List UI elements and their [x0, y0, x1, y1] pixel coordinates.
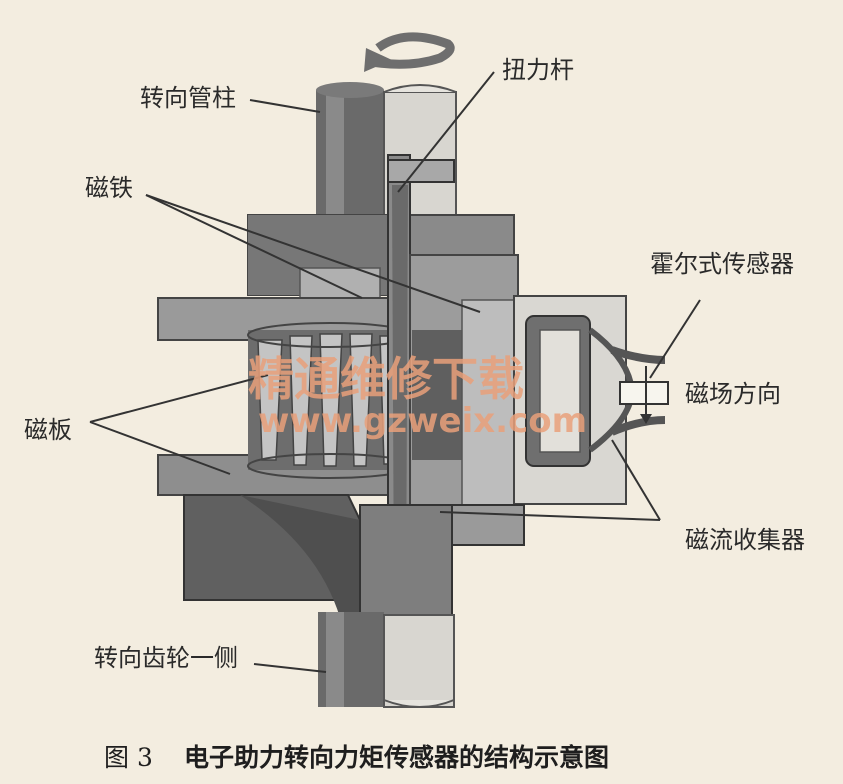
rotation-arrow-icon	[364, 32, 455, 72]
figure-caption: 图 3 电子助力转向力矩传感器的结构示意图	[104, 743, 609, 772]
label-flux-collector: 磁流收集器	[685, 526, 805, 554]
label-magnetic-plate: 磁板	[24, 416, 72, 444]
caption-number: 图 3	[104, 743, 153, 772]
rotor-cylinder	[409, 254, 519, 521]
labels: 转向管柱 扭力杆 磁铁 霍尔式传感器 磁场方向 磁板 磁流收集器 转向齿轮一侧	[24, 56, 805, 672]
caption-title: 电子助力转向力矩传感器的结构示意图	[184, 743, 609, 772]
label-steering-column: 转向管柱	[140, 84, 236, 112]
label-field-direction: 磁场方向	[685, 380, 781, 408]
hall-sensor-chip	[619, 366, 669, 424]
watermark: 精通维修下载 www.gzweix.com	[248, 352, 587, 441]
flux-collector	[513, 295, 666, 505]
lower-housing	[183, 494, 525, 660]
magnetic-ring-teeth	[247, 322, 413, 479]
leader-lines	[89, 71, 701, 673]
label-pinion-side: 转向齿轮一侧	[94, 644, 238, 672]
watermark-url: www.gzweix.com	[258, 401, 587, 441]
pinion-shaft	[318, 612, 455, 708]
watermark-text: 精通维修下载	[248, 352, 524, 406]
label-torsion-bar: 扭力杆	[502, 56, 574, 84]
label-hall-sensor: 霍尔式传感器	[650, 250, 794, 278]
steering-column-shaft	[316, 82, 457, 220]
label-magnet: 磁铁	[85, 174, 133, 202]
